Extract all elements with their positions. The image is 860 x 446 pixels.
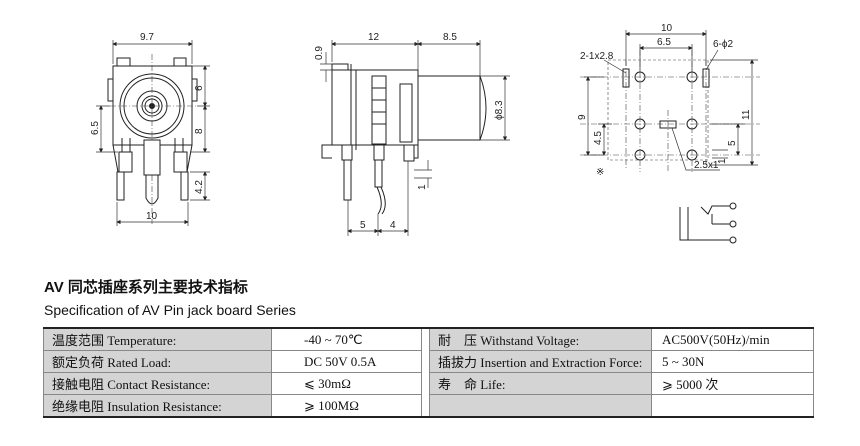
dim-pcb-holes: 6-ϕ2	[713, 39, 733, 50]
column-gap	[421, 350, 430, 373]
table-row: 温度范围 Temperature: -40 ~ 70℃ 耐 压 Withstan…	[43, 327, 814, 351]
dim-pcb-slot2: 2.5x1	[694, 160, 719, 171]
spec-label: 温度范围 Temperature:	[43, 327, 272, 351]
spec-label: 耐 压 Withstand Voltage:	[429, 327, 652, 351]
spec-label: 额定负荷 Rated Load:	[43, 350, 272, 373]
dim-side-body: 12	[368, 32, 380, 43]
spec-label: 插拔力 Insertion and Extraction Force:	[429, 350, 652, 373]
spec-label: 绝缘电阻 Insulation Resistance:	[43, 394, 272, 418]
pcb-mark: ※	[596, 167, 604, 178]
heading-en: Specification of AV Pin jack board Serie…	[44, 302, 296, 318]
spec-table: 温度范围 Temperature: -40 ~ 70℃ 耐 压 Withstan…	[43, 327, 814, 418]
dim-pcb-height: 9	[577, 114, 588, 120]
dim-pcb-inner: 6.5	[657, 37, 671, 48]
table-row: 接触电阻 Contact Resistance: ⩽ 30mΩ 寿 命 Life…	[43, 372, 814, 395]
dim-pcb-right-height: 11	[741, 109, 752, 120]
front-view: 9.7 10 6.5 6 8 4.2	[90, 32, 210, 226]
spec-value: -40 ~ 70℃	[271, 327, 422, 351]
spec-label	[429, 394, 652, 418]
dim-side-offset: 1	[417, 184, 428, 190]
column-gap	[421, 372, 430, 395]
spec-value: ⩾ 5000 次	[651, 372, 814, 395]
pcb-layout: 10 6.5 2-1x2.8 6-ϕ2 9 4.5 ※ 11 5 1 2.5x1	[577, 23, 760, 178]
dim-front-bottom: 10	[146, 211, 158, 222]
spec-value	[651, 394, 814, 418]
column-gap	[421, 328, 430, 351]
dim-side-pin-left: 5	[360, 220, 366, 231]
dim-side-pin-right: 4	[390, 220, 396, 231]
technical-drawing: 9.7 10 6.5 6 8 4.2 12	[90, 23, 760, 244]
table-row: 绝缘电阻 Insulation Resistance: ⩾ 100MΩ	[43, 394, 814, 418]
dim-side-barrel: 8.5	[443, 32, 457, 43]
dim-front-top: 9.7	[140, 32, 154, 43]
schematic-symbol	[679, 202, 737, 244]
spec-value: DC 50V 0.5A	[271, 350, 422, 373]
dim-front-left: 6.5	[90, 121, 101, 135]
dim-front-right-mid: 8	[194, 128, 205, 134]
spec-value: AC500V(50Hz)/min	[651, 327, 814, 351]
spec-label: 寿 命 Life:	[429, 372, 652, 395]
table-row: 额定负荷 Rated Load: DC 50V 0.5A 插拔力 Inserti…	[43, 350, 814, 373]
dim-pcb-slot: 2-1x2.8	[580, 51, 614, 62]
dim-front-right-bottom: 4.2	[194, 180, 205, 194]
dim-pcb-lower-left: 4.5	[593, 131, 604, 145]
spec-label: 接触电阻 Contact Resistance:	[43, 372, 272, 395]
heading-cn: AV 同芯插座系列主要技术指标	[44, 279, 248, 296]
dim-pcb-right-small: 1	[717, 158, 728, 164]
dim-pcb-width: 10	[661, 23, 673, 34]
dim-side-top: 0.9	[314, 46, 325, 60]
spec-value: 5 ~ 30N	[651, 350, 814, 373]
column-gap	[421, 394, 430, 417]
spec-value: ⩽ 30mΩ	[271, 372, 422, 395]
spec-value: ⩾ 100MΩ	[271, 394, 422, 418]
dim-side-diameter: ϕ8.3	[494, 100, 505, 120]
dim-front-right-top: 6	[194, 85, 205, 91]
side-view: 12 8.5 0.9 ϕ8.3 5 4 1	[314, 32, 510, 236]
dim-pcb-right-mid: 5	[727, 140, 738, 146]
